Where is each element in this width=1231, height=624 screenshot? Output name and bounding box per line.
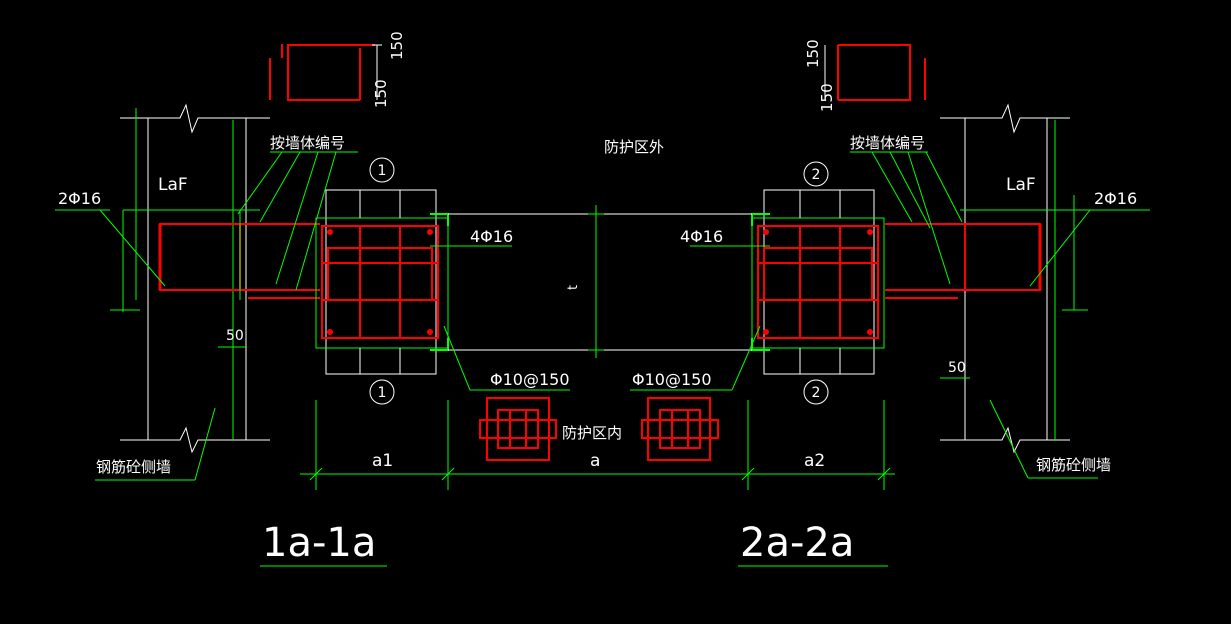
dim-a-label: a	[590, 451, 600, 471]
right-laf-label: LaF	[1006, 175, 1036, 195]
right-dim-side-text: 150	[818, 83, 836, 112]
left-side-bar-label: 2Φ16	[58, 189, 101, 208]
left-wall-note-label: 按墙体编号	[270, 134, 345, 152]
left-cover-label: 50	[226, 328, 244, 344]
section-marker-left-top-text: 1	[378, 163, 387, 179]
left-side-wall	[120, 103, 270, 454]
right-side-wall-label: 钢筋砼侧墙	[1036, 456, 1111, 474]
right-stirrup-label: Φ10@150	[632, 370, 712, 389]
section-marker-right-top-text: 2	[812, 167, 821, 183]
right-main-bar-label: 4Φ16	[680, 227, 723, 246]
bottom-dimension-line	[300, 400, 895, 490]
dim-a2-label: a2	[804, 451, 825, 471]
left-main-bar-label: 4Φ16	[470, 227, 513, 246]
section-marker-right-bottom: 2	[803, 379, 829, 405]
left-wall-rebar	[110, 209, 320, 312]
left-stirrup-detail: 150 150	[269, 31, 406, 108]
left-stirrup-label: Φ10@150	[490, 370, 570, 389]
inside-zone-label: 防护区内	[562, 424, 622, 442]
right-bottom-section-symbol	[641, 397, 719, 461]
right-stirrup-detail: 150 150	[804, 39, 926, 112]
right-cover-label: 50	[948, 360, 966, 376]
section-marker-left-bottom-text: 1	[378, 385, 387, 401]
right-wall-rebar	[885, 209, 1088, 311]
left-bottom-section-symbol	[479, 397, 557, 461]
opening-thickness-label: t	[566, 285, 581, 290]
center-opening: t	[448, 205, 752, 358]
section-marker-right-bottom-text: 2	[812, 385, 821, 401]
leader-lines	[55, 151, 1150, 481]
section-marker-left-top: 1	[369, 157, 395, 183]
right-dim-top-text: 150	[804, 39, 822, 68]
section-marker-left-bottom: 1	[369, 379, 395, 405]
section-title-left: 1a-1a	[262, 520, 376, 566]
section-title-right: 2a-2a	[740, 520, 854, 566]
right-column	[751, 189, 885, 375]
right-wall-note-label: 按墙体编号	[850, 134, 925, 152]
left-side-wall-label: 钢筋砼侧墙	[96, 458, 171, 476]
left-dim-top-text: 150	[388, 31, 406, 60]
left-dim-side-text: 150	[372, 79, 390, 108]
dim-a1-label: a1	[372, 451, 393, 471]
left-laf-label: LaF	[158, 175, 188, 195]
right-side-bar-label: 2Φ16	[1094, 189, 1137, 208]
section-marker-right-top: 2	[803, 161, 829, 187]
left-column	[315, 189, 449, 375]
right-side-wall	[940, 103, 1075, 454]
outside-zone-label: 防护区外	[604, 138, 664, 156]
